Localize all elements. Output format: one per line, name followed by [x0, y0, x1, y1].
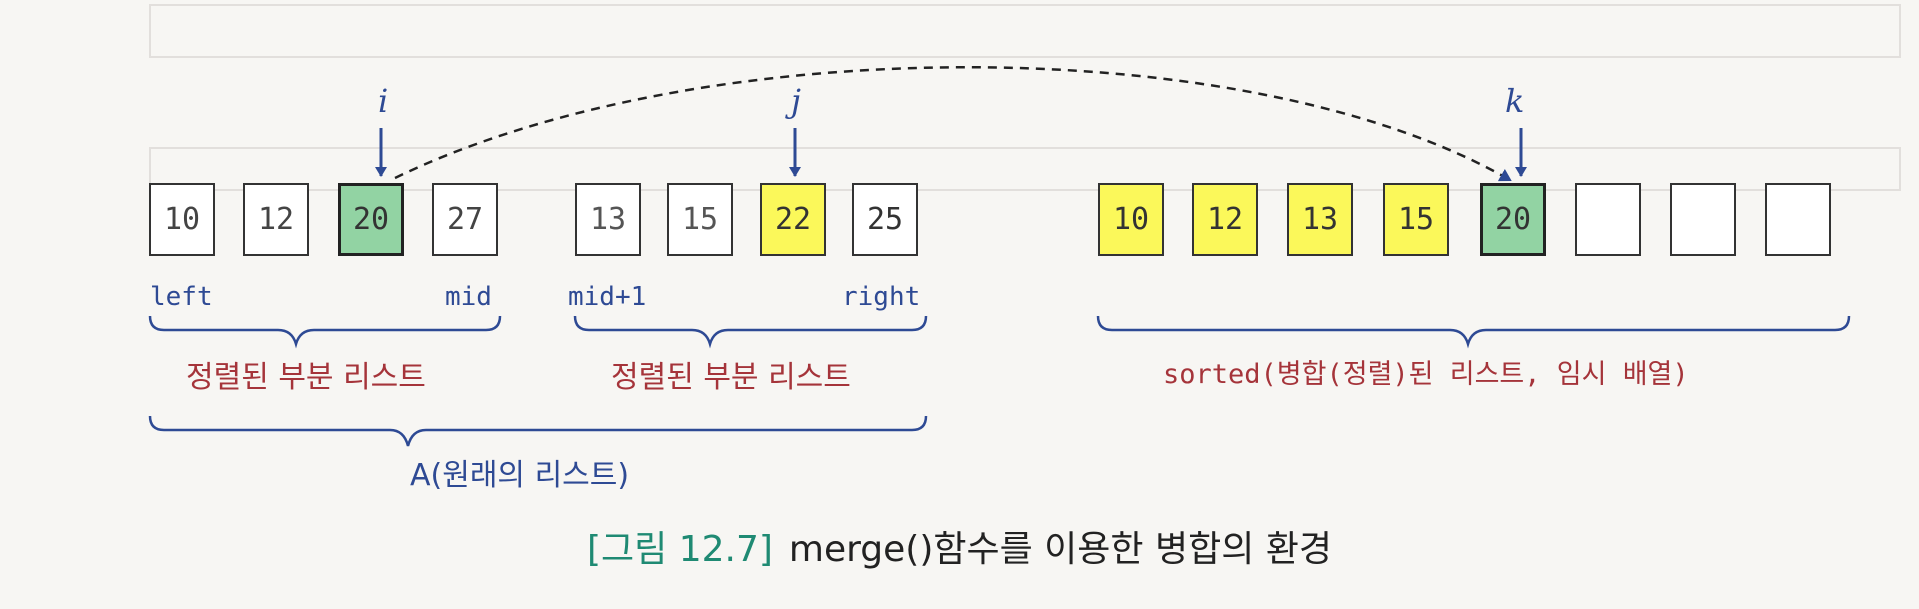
pointer-j-label: j — [791, 82, 801, 120]
left-cell-1: 12 — [243, 183, 309, 256]
sorted-cell-3: 15 — [1383, 183, 1449, 256]
sorted-cell-4: 20 — [1480, 183, 1546, 256]
right-cell-2: 22 — [760, 183, 826, 256]
sorted-cell-5 — [1575, 183, 1641, 256]
figure-caption: [그림 12.7] merge()함수를 이용한 병합의 환경 — [0, 520, 1919, 572]
figure-title: merge()함수를 이용한 병합의 환경 — [788, 529, 1333, 570]
caption-left-sorted-sublist: 정렬된 부분 리스트 — [186, 360, 426, 395]
sorted-cell-6 — [1670, 183, 1736, 256]
sorted-cell-1: 12 — [1192, 183, 1258, 256]
left-cell-3: 27 — [432, 183, 498, 256]
brace-sorted — [1096, 315, 1851, 349]
caption-original-list: A(원래의 리스트) — [410, 458, 630, 493]
brace-left-sublist — [148, 315, 502, 349]
sorted-cell-0: 10 — [1098, 183, 1164, 256]
brace-right-sublist — [573, 315, 928, 349]
right-cell-3: 25 — [852, 183, 918, 256]
pointer-k-label: k — [1505, 82, 1525, 120]
index-label-right: right — [842, 282, 921, 312]
index-label-left: left — [150, 282, 213, 312]
right-cell-1: 15 — [667, 183, 733, 256]
left-cell-0: 10 — [149, 183, 215, 256]
copy-dashed-arrow — [394, 66, 1512, 182]
caption-right-sorted-sublist: 정렬된 부분 리스트 — [611, 360, 851, 395]
brace-original — [148, 415, 928, 447]
caption-sorted-temp-array: sorted(병합(정렬)된 리스트, 임시 배열) — [1163, 359, 1689, 390]
index-label-mid-plus-1: mid+1 — [568, 282, 647, 312]
index-label-mid: mid — [445, 282, 492, 312]
sorted-cell-2: 13 — [1287, 183, 1353, 256]
figure-number: [그림 12.7] — [586, 529, 773, 570]
pointer-i-label: i — [378, 82, 389, 120]
right-cell-0: 13 — [575, 183, 641, 256]
left-cell-2: 20 — [338, 183, 404, 256]
sorted-cell-7 — [1765, 183, 1831, 256]
